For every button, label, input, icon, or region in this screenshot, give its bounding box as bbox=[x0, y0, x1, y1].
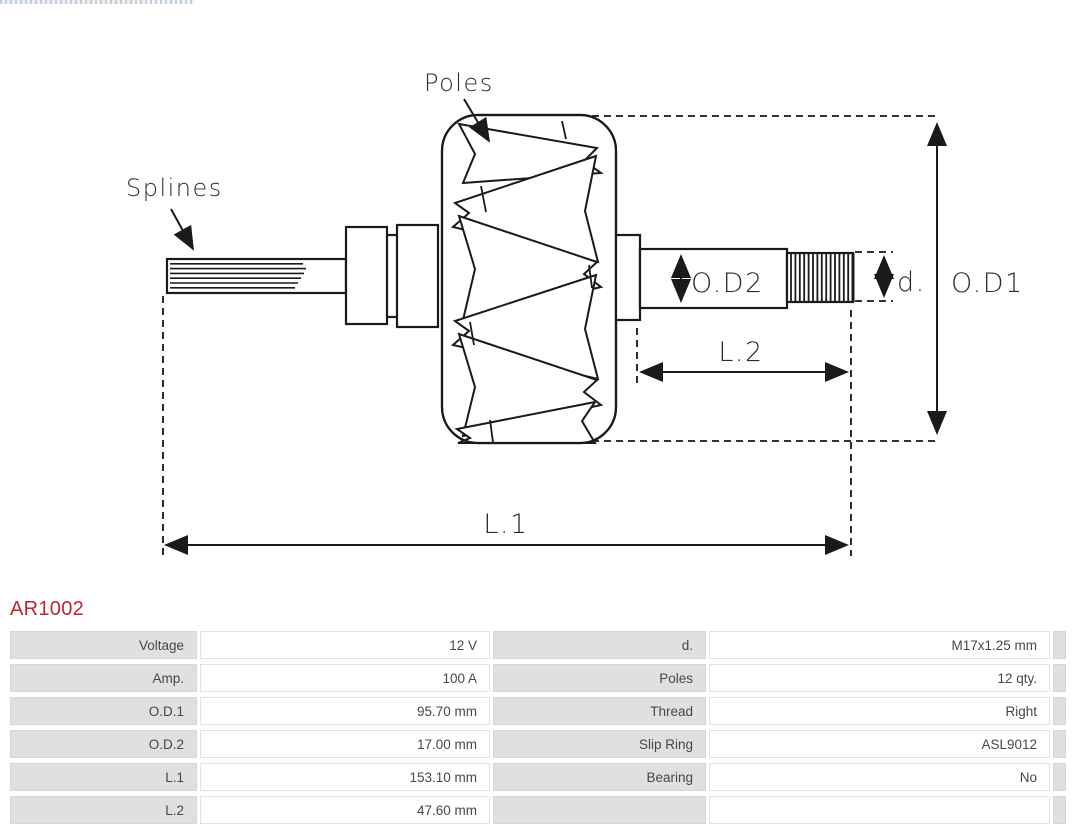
spec-label-cell: Bearing bbox=[493, 763, 706, 791]
spec-value-cell: 17.00 mm bbox=[200, 730, 490, 758]
collar-block-1 bbox=[344, 225, 389, 326]
table-row: Voltage 12 V d. M17x1.25 mm bbox=[10, 631, 1066, 659]
part-number: AR1002 bbox=[10, 598, 85, 620]
spec-label-cell: Poles bbox=[493, 664, 706, 692]
rotor-technical-drawing: Poles Splines O.D2 d. O.D1 L.2 L.1 bbox=[126, 69, 1024, 556]
table-row: O.D.1 95.70 mm Thread Right bbox=[10, 697, 1066, 725]
table-edge-cell bbox=[1053, 763, 1066, 791]
poles-label: Poles bbox=[424, 69, 494, 97]
claw-seams bbox=[469, 120, 593, 443]
spec-value-cell: ASL9012 bbox=[709, 730, 1050, 758]
spec-value-cell: 12 qty. bbox=[709, 664, 1050, 692]
threaded-end bbox=[785, 251, 855, 304]
spec-value-cell: 100 A bbox=[200, 664, 490, 692]
reference-dashed-lines bbox=[162, 115, 938, 556]
table-edge-cell bbox=[1053, 796, 1066, 824]
spec-label-cell: Thread bbox=[493, 697, 706, 725]
table-row: Amp. 100 A Poles 12 qty. bbox=[10, 664, 1066, 692]
l1-label: L.1 bbox=[483, 509, 528, 540]
spline-hatch-lines bbox=[170, 262, 306, 289]
table-edge-cell bbox=[1053, 664, 1066, 692]
splines-label: Splines bbox=[126, 174, 223, 202]
table-row: L.1 153.10 mm Bearing No bbox=[10, 763, 1066, 791]
od1-label: O.D1 bbox=[951, 268, 1024, 299]
spec-label-cell: Slip Ring bbox=[493, 730, 706, 758]
table-edge-cell bbox=[1053, 730, 1066, 758]
spec-value-cell: 95.70 mm bbox=[200, 697, 490, 725]
table-edge-cell bbox=[1053, 631, 1066, 659]
table-row: O.D.2 17.00 mm Slip Ring ASL9012 bbox=[10, 730, 1066, 758]
spec-label-cell: Voltage bbox=[10, 631, 197, 659]
splines-pointer-arrow bbox=[170, 208, 194, 251]
spec-label-cell: d. bbox=[493, 631, 706, 659]
spec-value-cell: 47.60 mm bbox=[200, 796, 490, 824]
claw-poles bbox=[450, 122, 604, 444]
l2-label: L.2 bbox=[718, 337, 763, 368]
table-row: L.2 47.60 mm bbox=[10, 796, 1066, 824]
spec-label-cell bbox=[493, 796, 706, 824]
thread-hatch-lines bbox=[790, 254, 850, 301]
spec-value-cell bbox=[709, 796, 1050, 824]
rotor-outline bbox=[165, 113, 855, 445]
spec-table: Voltage 12 V d. M17x1.25 mm Amp. 100 A P… bbox=[10, 631, 1066, 824]
slip-ring-shaft bbox=[638, 247, 789, 310]
spec-value-cell: No bbox=[709, 763, 1050, 791]
poles-pointer-arrow bbox=[463, 98, 491, 143]
spec-value-cell: M17x1.25 mm bbox=[709, 631, 1050, 659]
shaft-step bbox=[614, 233, 642, 322]
table-edge-cell bbox=[1053, 697, 1066, 725]
spec-label-cell: O.D.1 bbox=[10, 697, 197, 725]
spec-label-cell: L.1 bbox=[10, 763, 197, 791]
spec-label-cell: Amp. bbox=[10, 664, 197, 692]
partial-logo bbox=[0, 0, 194, 4]
spec-value-cell: 153.10 mm bbox=[200, 763, 490, 791]
spec-value-cell: 12 V bbox=[200, 631, 490, 659]
od2-label: O.D2 bbox=[691, 268, 764, 299]
spec-label-cell: L.2 bbox=[10, 796, 197, 824]
spec-value-cell: Right bbox=[709, 697, 1050, 725]
collar-block-2 bbox=[395, 223, 440, 329]
spec-label-cell: O.D.2 bbox=[10, 730, 197, 758]
d-label: d. bbox=[897, 267, 926, 298]
